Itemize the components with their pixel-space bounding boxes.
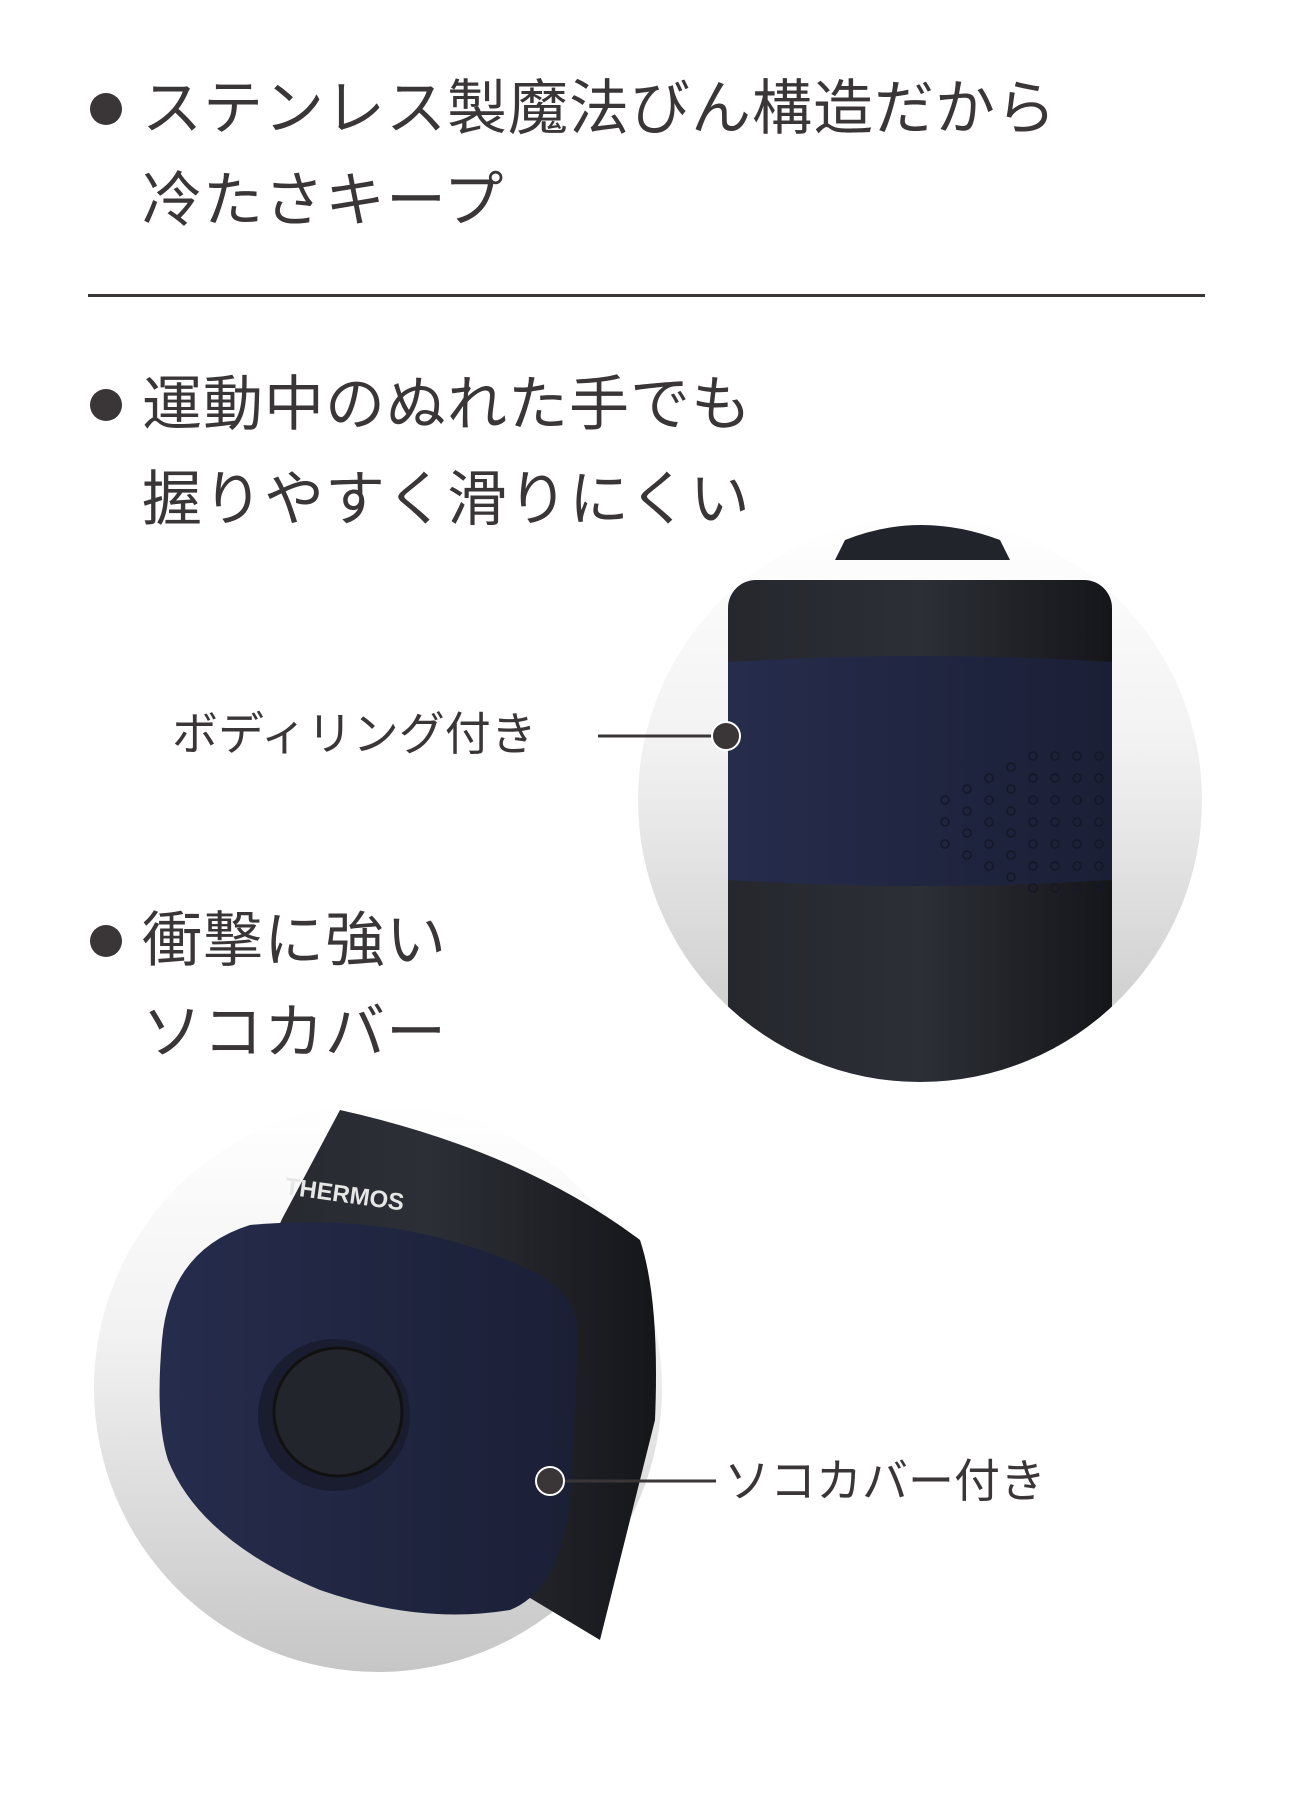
grip-dot [1006,806,1016,816]
grip-dot [1072,751,1082,761]
grip-dot [1006,850,1016,860]
grip-dot [962,828,972,838]
grip-dot [1094,795,1104,805]
grip-dot [984,773,994,783]
grip-dot [962,850,972,860]
divider [88,294,1205,297]
bottom-cover-illustration: THERMOS [94,1104,662,1672]
grip-dot [1006,784,1016,794]
grip-dot [1072,817,1082,827]
grip-dot [1050,817,1060,827]
grip-dot [1006,828,1016,838]
grip-dot [1028,795,1038,805]
grip-dot [1028,839,1038,849]
grip-dot [1094,817,1104,827]
feature-2-line-2: 握りやすく滑りにくい [142,465,751,535]
grip-dot [940,795,950,805]
grip-dot [962,784,972,794]
grip-dot [1072,795,1082,805]
grip-dot [1050,883,1060,893]
grip-dot [1094,839,1104,849]
grip-dot [1050,773,1060,783]
feature-3-line-1: 衝撃に強い [142,906,447,976]
grip-dot [1006,762,1016,772]
grip-dot [1050,839,1060,849]
grip-dot [1072,839,1082,849]
grip-dot [1072,773,1082,783]
bottom-cover-marker [535,1466,565,1496]
grip-dot [984,795,994,805]
grip-dot [984,817,994,827]
feature-2-line-1: 運動中のぬれた手でも [142,370,752,440]
grip-dot [1094,773,1104,783]
grip-dot [1028,773,1038,783]
bottom-cover-callout: ソコカバー付き [724,1454,1046,1508]
grip-dot [1072,861,1082,871]
grip-dot [1028,751,1038,761]
grip-dot [1006,872,1016,882]
body-ring-marker [711,721,741,751]
bullet-icon [90,93,122,125]
grip-dot [1028,883,1038,893]
body-ring-illustration [638,518,1202,1082]
grip-dot [1050,751,1060,761]
bullet-icon [90,925,122,957]
grip-dot [1072,883,1082,893]
grip-dot [1094,861,1104,871]
cover-center-disk [272,1346,404,1478]
grip-dot [984,839,994,849]
grip-dot [1028,861,1038,871]
body-ring-callout: ボディリング付き [172,707,537,761]
grip-dot [1050,795,1060,805]
grip-dots [940,751,1104,893]
bullet-icon [90,389,122,421]
grip-dot [1050,861,1060,871]
grip-dot [1094,883,1104,893]
cap-top [835,525,1010,560]
grip-dot [1094,751,1104,761]
grip-dot [1028,817,1038,827]
feature-1-line-1: ステンレス製魔法びん構造だから [142,74,1057,144]
grip-dot [940,839,950,849]
grip-dot [940,817,950,827]
feature-1-line-2: 冷たさキープ [142,166,505,236]
grip-dot [984,861,994,871]
feature-3-line-2: ソコカバー [142,998,447,1068]
grip-dot [962,806,972,816]
body-ring [728,656,1112,886]
